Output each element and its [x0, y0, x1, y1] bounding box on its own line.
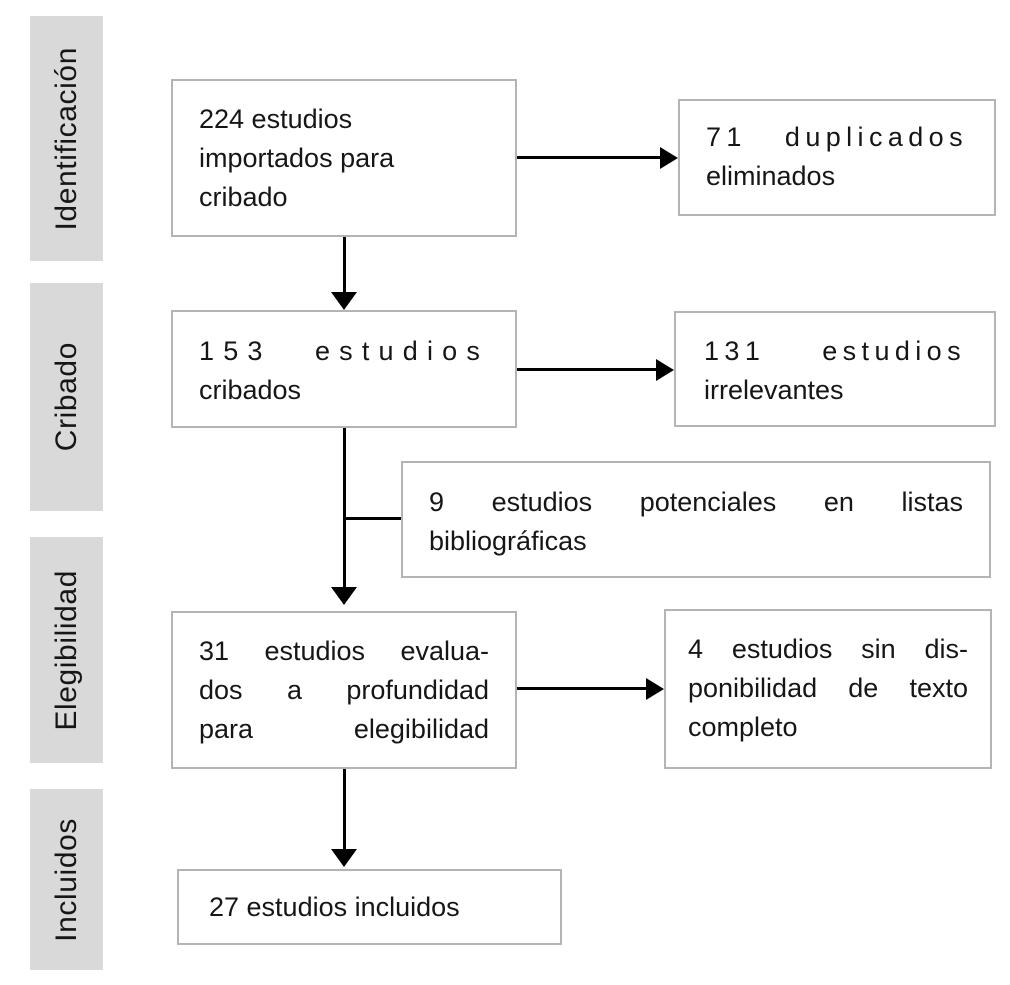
box-text-line: ponibilidad de texto [688, 673, 968, 703]
box-text-line: completo [688, 712, 798, 742]
stage-label-eligibility: Elegibilidad [49, 569, 83, 731]
arrow-screened-to-assessed-head [331, 587, 357, 605]
box-no-fulltext: 4 estudios sin dis- ponibilidad de texto… [664, 609, 992, 769]
box-included-studies: 27 estudios incluidos [177, 869, 562, 945]
box-imported-studies: 224 estudios importados para cribado [171, 79, 517, 237]
arrow-screened-to-assessed-shaft [343, 428, 346, 587]
box-irrelevant-studies: 131 estudios irrelevantes [674, 311, 996, 427]
box-text-line: 31 estudios evalua- [199, 636, 489, 666]
arrow-assessed-to-included-shaft [343, 769, 346, 849]
box-text-line: 9 estudios potenciales en listas [429, 487, 963, 517]
box-potential-references: 9 estudios potenciales en listas bibliog… [401, 461, 991, 578]
stage-band-screening: Cribado [30, 283, 103, 511]
connector-references-branch [344, 517, 401, 520]
arrow-assessed-to-included-head [331, 849, 357, 867]
stage-band-included: Incluidos [30, 789, 103, 970]
arrow-assessed-to-nofulltext-head [646, 678, 664, 700]
arrow-imported-to-screened-shaft [343, 237, 346, 294]
box-text-line: 153 estudios [199, 336, 489, 366]
box-screened-studies: 153 estudios cribados [171, 310, 517, 428]
box-text-line: 224 estudios [199, 104, 353, 134]
box-text-line: 131 estudios [704, 336, 966, 366]
box-text-line: dos a profundidad [199, 675, 489, 705]
box-duplicates-removed: 71 duplicados eliminados [678, 99, 996, 216]
arrow-screened-to-irrelevant-shaft [517, 368, 656, 371]
box-text-line: eliminados [706, 161, 836, 191]
box-text-line: 71 duplicados [706, 122, 968, 152]
box-text-line: irrelevantes [704, 375, 844, 405]
box-text-line: 27 estudios incluidos [209, 891, 460, 922]
arrow-imported-to-duplicates-shaft [517, 156, 660, 159]
box-text-line: importados para [199, 143, 395, 173]
box-text-line: bibliográficas [429, 526, 587, 556]
box-text-line: 4 estudios sin dis- [688, 634, 968, 664]
stage-band-eligibility: Elegibilidad [30, 537, 103, 763]
stage-label-included: Incluidos [49, 817, 83, 942]
box-assessed-studies: 31 estudios evalua- dos a profundidad pa… [171, 611, 517, 769]
box-text-line: para elegibilidad [199, 714, 489, 744]
arrow-assessed-to-nofulltext-shaft [517, 687, 646, 690]
arrow-imported-to-duplicates-head [660, 147, 678, 169]
box-text-line: cribados [199, 375, 302, 405]
box-text-line: cribado [199, 182, 288, 212]
stage-label-identification: Identificación [49, 46, 83, 231]
stage-label-screening: Cribado [49, 342, 83, 452]
stage-band-identification: Identificación [30, 16, 103, 261]
arrow-screened-to-irrelevant-head [656, 359, 674, 381]
arrow-imported-to-screened-head [331, 292, 357, 310]
